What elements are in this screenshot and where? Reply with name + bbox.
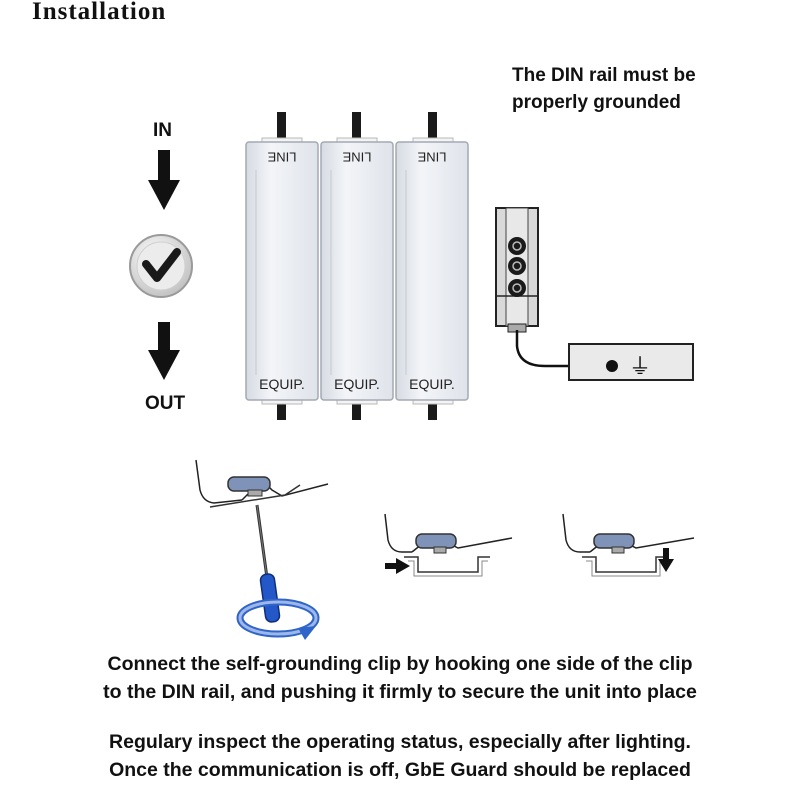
inspect-caption-line2: Once the communication is off, GbE Guard…	[109, 759, 691, 781]
page-title: Installation	[32, 0, 167, 25]
ground-wire	[515, 330, 612, 368]
clip-step-2	[384, 513, 513, 577]
arrow-down-icon	[148, 150, 180, 210]
ground-note-line1: The DIN rail must be	[512, 65, 696, 86]
push-arrow-icon	[385, 558, 410, 574]
ground-icon: ⏚	[629, 355, 651, 380]
rotate-arrow-icon	[236, 598, 320, 640]
module-1-bottom-label: EQUIP.	[259, 376, 305, 392]
ground-note: The DIN rail must be properly grounded	[512, 62, 772, 116]
clip-step-1	[195, 459, 329, 508]
surge-module-3: LINE EQUIP.	[395, 112, 469, 420]
grounded-din-rail: ⏚	[568, 343, 694, 381]
push-arrow-icon	[658, 548, 674, 572]
clip-step-3	[562, 513, 695, 577]
check-icon	[129, 234, 193, 298]
module-2-bottom-label: EQUIP.	[334, 376, 380, 392]
out-label: OUT	[145, 393, 186, 414]
ground-note-line2: properly grounded	[512, 92, 681, 113]
surge-module-2: LINE EQUIP.	[320, 112, 394, 420]
install-caption-line2: to the DIN rail, and pushing it firmly t…	[103, 681, 697, 703]
surge-module-1: LINE EQUIP.	[245, 112, 319, 420]
inspect-caption-line1: Regulary inspect the operating status, e…	[109, 731, 691, 753]
arrow-down-icon	[148, 322, 180, 380]
module-3-bottom-label: EQUIP.	[409, 376, 455, 392]
install-caption: Connect the self-grounding clip by hooki…	[0, 650, 800, 706]
in-label: IN	[153, 120, 172, 141]
screwdriver-icon	[255, 504, 281, 623]
install-caption-line1: Connect the self-grounding clip by hooki…	[107, 653, 693, 675]
module-2-top-label: LINE	[342, 150, 371, 165]
inspect-caption: Regulary inspect the operating status, e…	[0, 728, 800, 784]
module-1-top-label: LINE	[267, 150, 296, 165]
ground-terminal-block	[495, 207, 539, 333]
module-3-top-label: LINE	[417, 150, 446, 165]
